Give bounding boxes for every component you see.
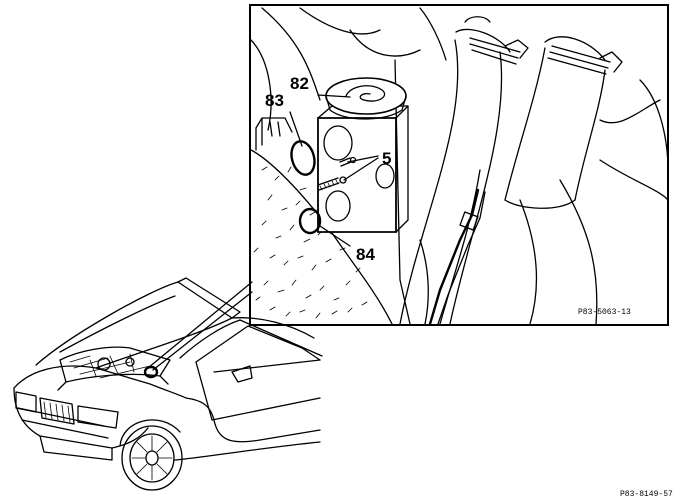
upper-hose bbox=[399, 16, 529, 324]
callout-82: 82 bbox=[290, 74, 309, 93]
callout-83: 83 bbox=[265, 91, 284, 110]
screw-set bbox=[317, 156, 357, 191]
leader-lines bbox=[289, 94, 379, 247]
detail-code: P83-5063-13 bbox=[578, 308, 631, 317]
o-ring-83 bbox=[290, 140, 316, 176]
figure-code: P83-8149-57 bbox=[620, 490, 673, 499]
engine-compartment bbox=[57, 346, 171, 391]
side-mirror bbox=[231, 365, 253, 383]
callout-5: 5 bbox=[382, 149, 391, 168]
raised-hood bbox=[35, 281, 233, 369]
grille bbox=[39, 397, 75, 425]
mounting-bracket bbox=[255, 117, 293, 151]
detail-inset: 82 83 5 84 P83-5063-13 bbox=[249, 4, 669, 326]
callout-84: 84 bbox=[356, 245, 375, 264]
headlight-left bbox=[77, 405, 119, 429]
headlight-right bbox=[15, 391, 37, 413]
refrigerant-line bbox=[428, 188, 480, 324]
lower-hose bbox=[504, 36, 623, 209]
expansion-valve bbox=[317, 77, 409, 233]
car-illustration bbox=[13, 277, 323, 491]
front-wheel bbox=[119, 419, 183, 491]
windshield bbox=[231, 317, 315, 339]
inset-frame bbox=[249, 4, 669, 326]
o-ring-84 bbox=[298, 207, 322, 235]
